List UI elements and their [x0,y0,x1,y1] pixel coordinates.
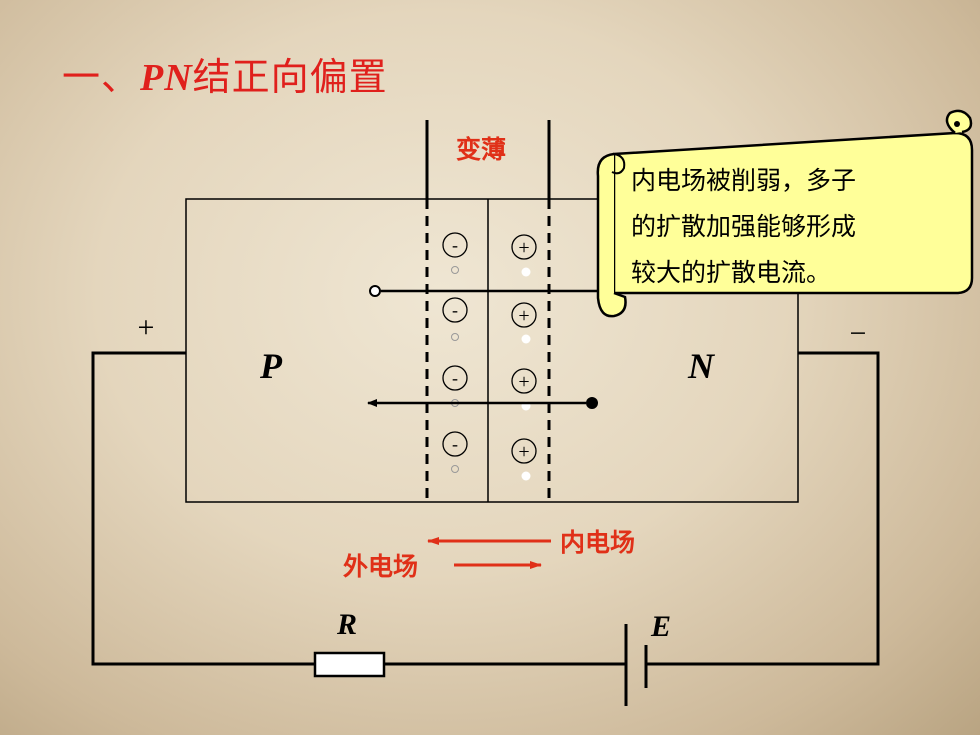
title-suffix: 结正向偏置 [192,55,388,99]
plus-terminal-label: + [138,311,155,344]
semiconductor-block [185,198,799,503]
hole-carrier [369,285,381,297]
negative-ion-sign: - [452,235,458,255]
page-title: 一、PN结正向偏置 [62,46,388,101]
outer-field-label: 外电场 [343,552,418,581]
minus-terminal-label: − [850,317,867,350]
title-prefix: 一、 [62,55,141,99]
thin-label: 变薄 [456,135,506,164]
right-wire [646,351,880,666]
callout-line-1: 内电场被削弱，多子 [631,166,857,195]
callout-text: 内电场被削弱，多子 的扩散加强能够形成 较大的扩散电流。 [631,158,961,296]
resistor-label: R [336,608,357,641]
inner-field-label: 内电场 [560,528,635,557]
positive-ion: + [511,368,537,411]
negative-ion-sign: - [452,300,458,320]
scroll-callout [596,109,974,318]
positive-ion-sign: + [518,441,529,463]
positive-ion-sign: + [518,371,529,393]
negative-ion-sign: - [452,368,458,388]
resistor-symbol [313,651,386,678]
positive-ion-sign: + [518,237,529,259]
positive-ion-sign: + [518,305,529,327]
negative-ion: - [442,297,468,341]
battery-label: E [650,610,671,643]
positive-ion: + [511,438,537,481]
electron-carrier [586,397,598,409]
negative-ion: - [442,365,468,407]
negative-ion: - [442,232,468,274]
negative-ion: - [442,431,468,473]
negative-ion-sign: - [452,434,458,454]
p-region-label: P [259,346,283,386]
positive-ion: + [511,302,537,344]
n-region-label: N [687,346,716,386]
left-wire [91,351,315,666]
title-latin: PN [140,57,193,99]
callout-line-3: 较大的扩散电流。 [631,258,832,287]
positive-ion: + [511,234,537,277]
callout-line-2: 的扩散加强能够形成 [631,212,857,241]
